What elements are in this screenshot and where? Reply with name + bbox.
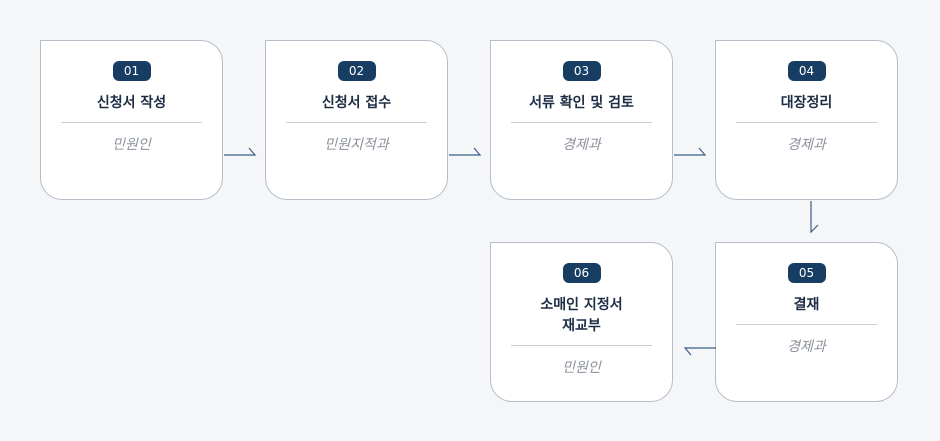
step-title: 결재 bbox=[793, 297, 820, 313]
step-card-02: 02 신청서 접수 민원지적과 bbox=[265, 40, 448, 200]
step-divider bbox=[511, 122, 652, 123]
step-number-badge: 06 bbox=[562, 263, 601, 283]
step-card-03: 03 서류 확인 및 검토 경제과 bbox=[490, 40, 673, 200]
step-title: 신청서 접수 bbox=[321, 95, 392, 111]
step-number-badge: 01 bbox=[112, 61, 151, 81]
step-department: 민원인 bbox=[562, 360, 601, 376]
arrow-left-icon bbox=[683, 347, 716, 356]
step-divider bbox=[286, 122, 427, 123]
step-card-06: 06 소매인 지정서 재교부 민원인 bbox=[490, 242, 673, 402]
step-card-01: 01 신청서 작성 민원인 bbox=[40, 40, 223, 200]
step-card-04: 04 대장정리 경제과 bbox=[715, 40, 898, 200]
step-department: 민원지적과 bbox=[324, 137, 389, 153]
step-title: 신청서 작성 bbox=[96, 95, 167, 111]
step-title-line-2: 재교부 bbox=[562, 318, 601, 334]
step-title: 서류 확인 및 검토 bbox=[529, 95, 634, 111]
step-department: 경제과 bbox=[562, 137, 601, 153]
step-divider bbox=[61, 122, 202, 123]
arrow-right-icon bbox=[674, 147, 707, 156]
step-number-badge: 02 bbox=[337, 61, 376, 81]
step-number-badge: 04 bbox=[787, 61, 826, 81]
step-card-05: 05 결재 경제과 bbox=[715, 242, 898, 402]
step-department: 경제과 bbox=[787, 339, 826, 355]
step-divider bbox=[736, 122, 877, 123]
arrow-down-icon bbox=[810, 201, 819, 234]
step-department: 민원인 bbox=[112, 137, 151, 153]
step-title: 대장정리 bbox=[780, 95, 833, 111]
step-title: 소매인 지정서 재교부 bbox=[501, 295, 662, 337]
step-title-line-1: 소매인 지정서 bbox=[540, 297, 623, 313]
step-number-badge: 03 bbox=[562, 61, 601, 81]
step-department: 경제과 bbox=[787, 137, 826, 153]
arrow-right-icon bbox=[224, 147, 257, 156]
step-number-badge: 05 bbox=[787, 263, 826, 283]
arrow-right-icon bbox=[449, 147, 482, 156]
step-divider bbox=[736, 324, 877, 325]
step-divider bbox=[511, 345, 652, 346]
